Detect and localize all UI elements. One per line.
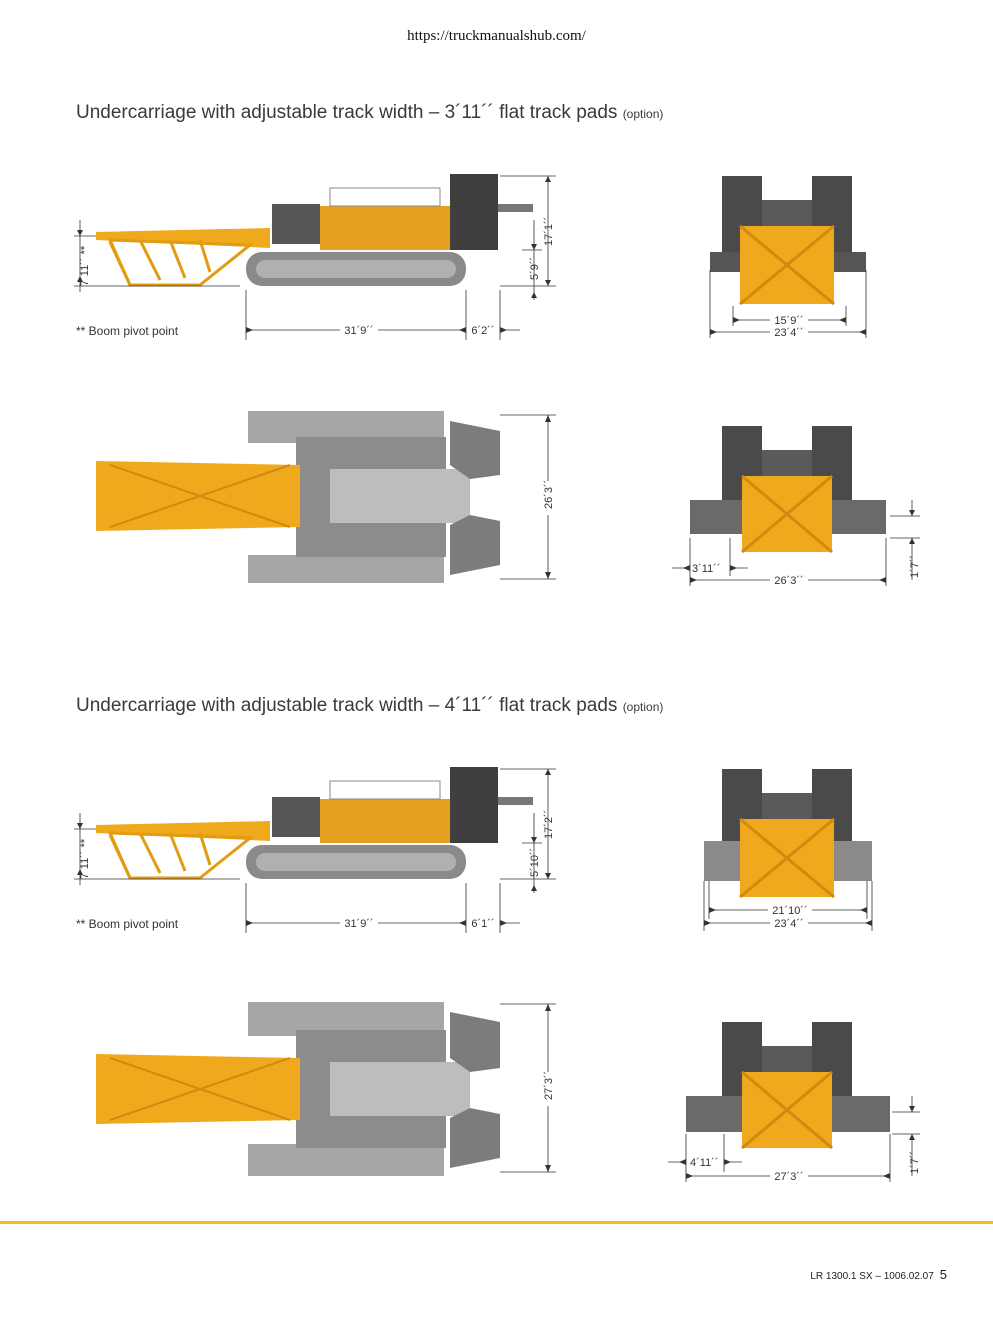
crawler-track <box>246 252 466 286</box>
ext-height-label: 1´7´´ <box>909 555 921 578</box>
front-inner-label: 21´10´´ <box>772 905 807 917</box>
dim-heights: 17´1´´ 5´9´´ <box>500 175 556 300</box>
length-label: 31´9´´ <box>344 918 373 930</box>
page-number: 5 <box>939 1267 947 1282</box>
crawler-track <box>246 845 466 879</box>
top-view-drawing-1: 26´3´´ <box>96 411 556 583</box>
top-width-label: 26´3´´ <box>543 480 555 509</box>
rear-label: 6´1´´ <box>471 918 494 930</box>
ext-width-label: 26´3´´ <box>774 575 803 587</box>
ext-height-label: 1´7´´ <box>909 1151 921 1174</box>
section-title-text: Undercarriage with adjustable track widt… <box>76 102 618 123</box>
option-label: (option) <box>622 107 664 121</box>
side-view-drawing-2: 7´11´´ ** 17´2´´ 5´10´´ 31´9´´ 6´1´´ ** … <box>74 767 556 933</box>
doc-reference: LR 1300.1 SX – 1006.02.07 <box>810 1271 934 1282</box>
front-outer-label: 23´4´´ <box>774 918 803 930</box>
ext-width-label: 27´3´´ <box>774 1171 803 1183</box>
footer-accent-line <box>0 1221 993 1224</box>
upperstructure <box>272 767 533 843</box>
front-outer-label: 23´4´´ <box>774 327 803 339</box>
top-view-drawing-2: 27´3´´ <box>96 1002 556 1176</box>
height-lower-label: 5´9´´ <box>529 257 541 280</box>
side-view-drawing-1: 7´11´´ ** 17´1´´ 5´9´´ 31´9´´ 6´2´´ ** B… <box>74 174 556 340</box>
length-label: 31´9´´ <box>344 325 373 337</box>
front-extended-drawing-2: 4´11´´ 27´3´´ 1´7´´ <box>668 1022 921 1183</box>
front-inner-label: 15´9´´ <box>774 315 803 327</box>
boom-lattice <box>96 821 270 880</box>
boom-height-label: 7´11´´ ** <box>79 245 91 286</box>
front-view-drawing-2: 21´10´´ 23´4´´ <box>703 769 873 931</box>
pad-width-label: 4´11´´ <box>690 1157 719 1169</box>
boom-height-label: 7´11´´ ** <box>79 838 91 879</box>
dim-length: 31´9´´ 6´2´´ <box>245 290 520 340</box>
height-total-label: 17´1´´ <box>543 217 555 246</box>
front-extended-drawing-1: 3´11´´ 26´3´´ 1´7´´ <box>672 426 921 587</box>
section-title-text: Undercarriage with adjustable track widt… <box>76 695 618 716</box>
top-width-label: 27´3´´ <box>543 1071 555 1100</box>
boom-pivot-note: ** Boom pivot point <box>76 917 179 931</box>
height-total-label: 17´2´´ <box>543 810 555 839</box>
upperstructure <box>272 174 533 250</box>
boom-lattice <box>96 228 270 287</box>
option-label: (option) <box>622 700 664 714</box>
section-title-1: Undercarriage with adjustable track widt… <box>76 102 663 124</box>
rear-label: 6´2´´ <box>471 325 494 337</box>
height-lower-label: 5´10´´ <box>529 848 541 877</box>
front-view-drawing-1: 15´9´´ 23´4´´ <box>709 176 867 339</box>
pad-width-label: 3´11´´ <box>692 563 721 575</box>
dim-heights: 17´2´´ 5´10´´ <box>500 768 556 893</box>
dim-boom-height: 7´11´´ ** <box>74 220 240 292</box>
dim-length: 31´9´´ 6´1´´ <box>245 883 520 933</box>
footer: LR 1300.1 SX – 1006.02.07 5 <box>810 1267 947 1282</box>
section-title-2: Undercarriage with adjustable track widt… <box>76 695 663 717</box>
boom-pivot-note: ** Boom pivot point <box>76 324 179 338</box>
dim-boom-height: 7´11´´ ** <box>74 813 240 885</box>
source-url[interactable]: https://truckmanualshub.com/ <box>407 28 586 44</box>
